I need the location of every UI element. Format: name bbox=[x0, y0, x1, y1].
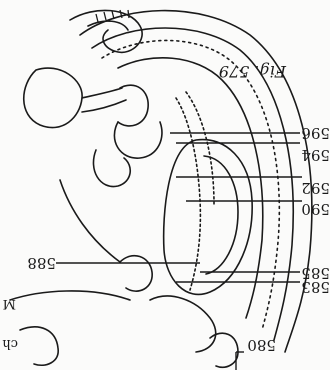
label-M: M bbox=[3, 296, 16, 311]
hatch bbox=[96, 14, 98, 22]
label-596: 596 bbox=[301, 124, 330, 142]
outer-outline bbox=[80, 11, 312, 352]
lower-wave bbox=[120, 256, 152, 291]
central-mass-inner bbox=[204, 156, 238, 274]
label-588: 588 bbox=[27, 254, 56, 272]
figure-caption: Fig. 579 bbox=[219, 62, 287, 81]
left-lobe bbox=[24, 68, 82, 128]
cortex-dotted-band bbox=[102, 40, 279, 330]
lower-curve bbox=[150, 296, 216, 352]
inner-outline-2 bbox=[118, 58, 263, 318]
dotted-inner-2 bbox=[186, 92, 214, 204]
left-curve bbox=[60, 180, 120, 262]
label-592: 592 bbox=[301, 179, 330, 197]
label-594: 594 bbox=[301, 146, 330, 164]
dotted-inner bbox=[176, 98, 200, 290]
hatch bbox=[104, 12, 106, 20]
stalk bbox=[82, 88, 122, 98]
stalk-2 bbox=[82, 100, 126, 112]
label-590: 590 bbox=[301, 200, 330, 218]
fold-b bbox=[114, 122, 162, 158]
central-mass bbox=[164, 140, 253, 295]
left-curve-2 bbox=[10, 291, 130, 300]
hatch bbox=[128, 10, 129, 18]
bottom-left-fold bbox=[20, 327, 58, 365]
label-ch: ch bbox=[2, 336, 18, 351]
label-580: 580 bbox=[247, 336, 276, 354]
fold-a bbox=[118, 85, 148, 126]
label-583: 583 bbox=[301, 278, 330, 296]
